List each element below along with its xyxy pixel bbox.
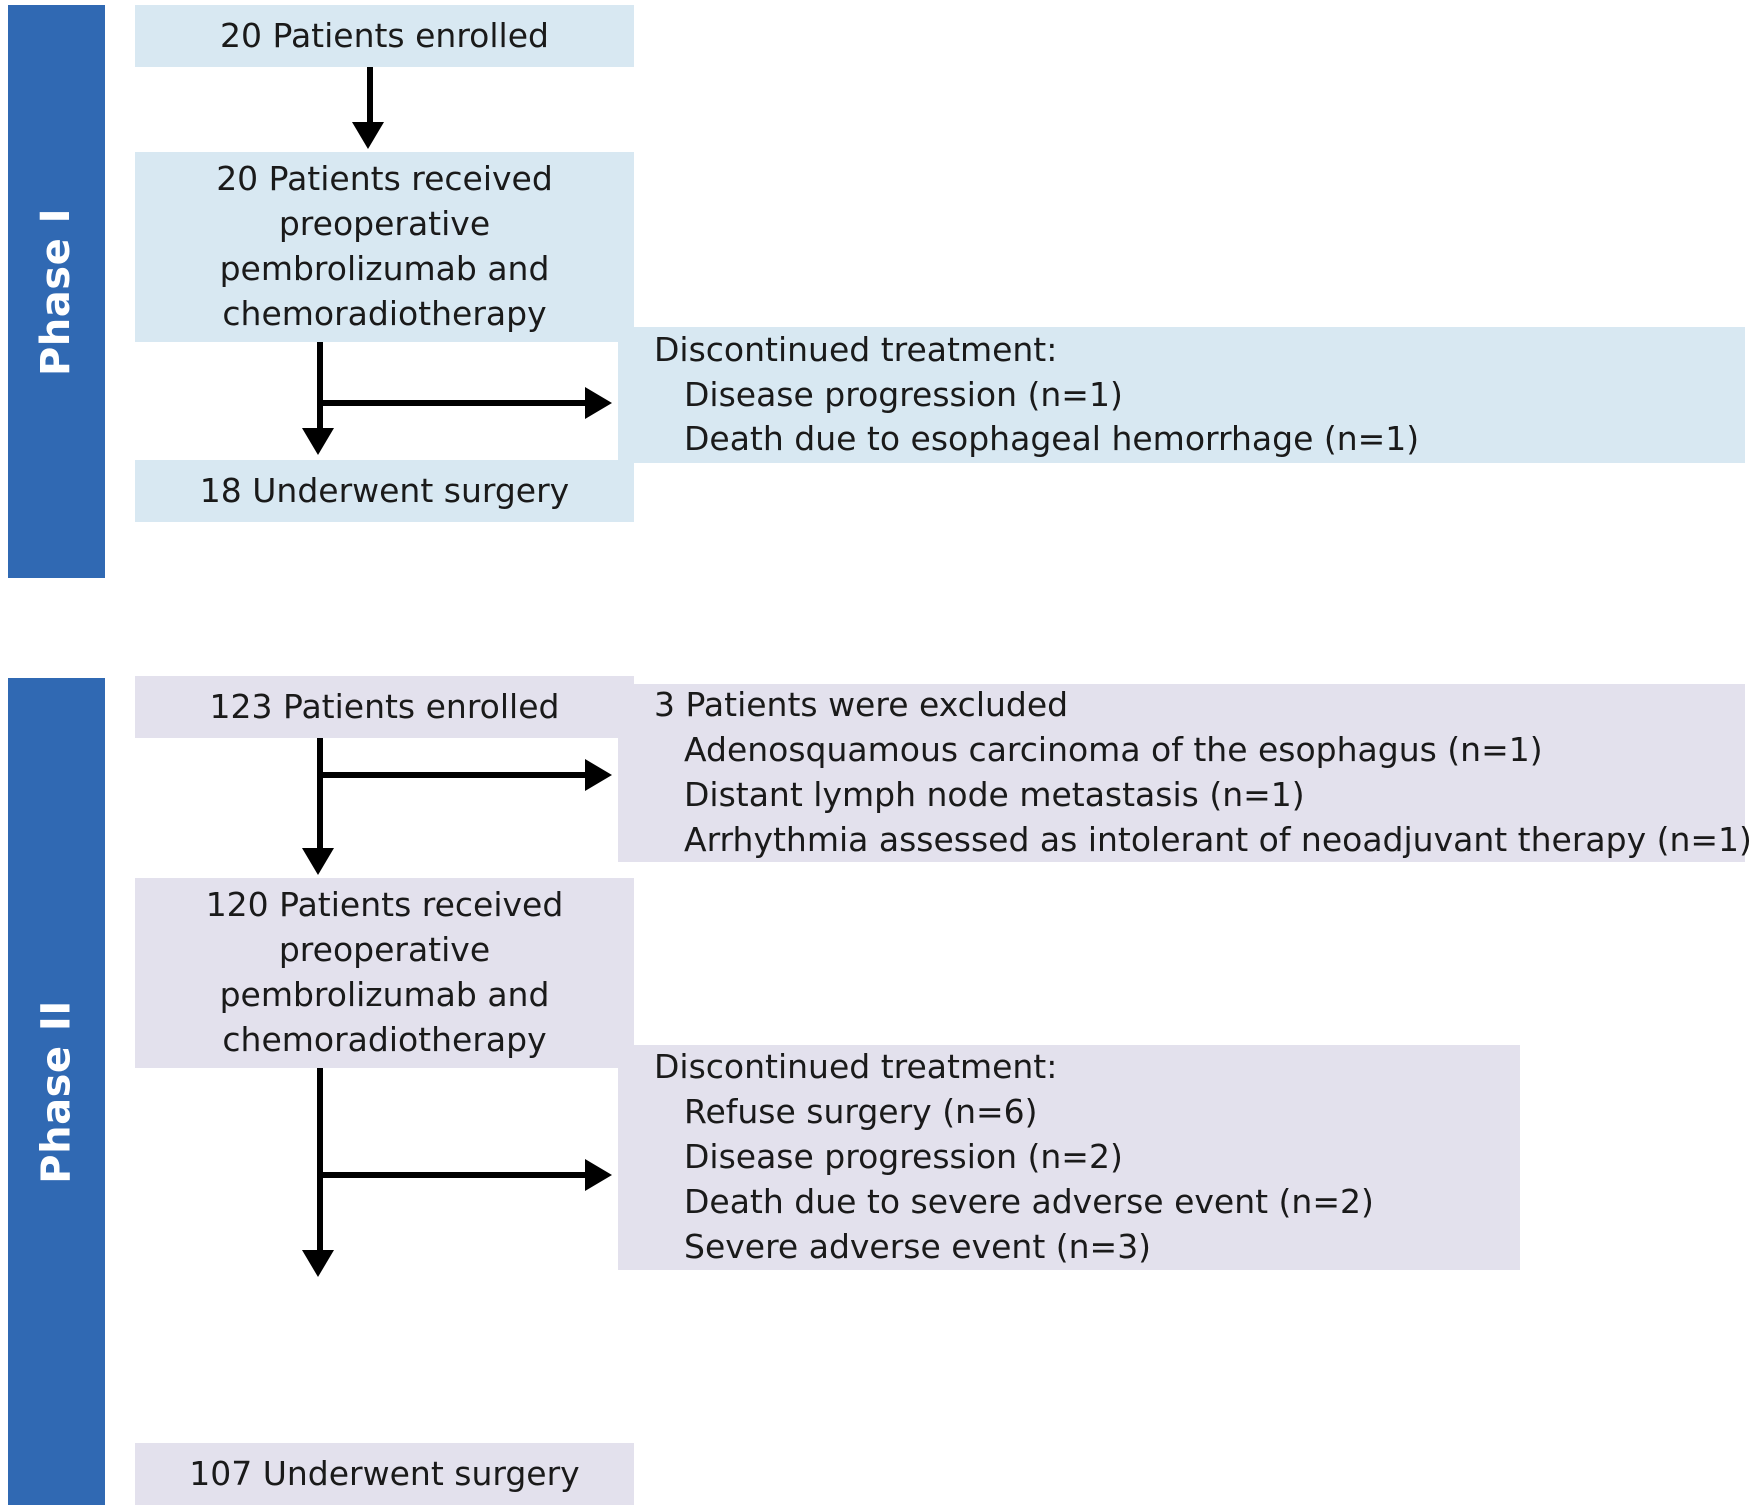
arrow-head-p1-enrolled-to-received	[352, 122, 384, 149]
arrow-head-p2-received-to-surgery	[302, 1250, 334, 1277]
arrow-shaft-p2-to-excluded	[317, 772, 587, 778]
node-line: 123 Patients enrolled	[209, 686, 560, 726]
arrow-shaft-p2-received-to-surgery	[317, 1068, 323, 1261]
arrow-head-p1-to-discontinued	[585, 387, 612, 419]
node-phase2-received: 120 Patients received preoperative pembr…	[135, 878, 634, 1068]
node-line: chemoradiotherapy	[222, 293, 547, 333]
arrow-shaft-p1-received-to-surgery	[317, 342, 323, 434]
node-phase2-enrolled: 123 Patients enrolled	[135, 676, 634, 738]
phase-bar-label-phase-2: Phase II	[33, 999, 80, 1184]
node-line: pembrolizumab and	[219, 975, 550, 1014]
node-phase1-enrolled: 20 Patients enrolled	[135, 5, 634, 67]
arrow-head-p2-to-excluded	[585, 759, 612, 791]
sidenote-item: Disease progression (n=2)	[684, 1137, 1123, 1177]
sidenote-item: Severe adverse event (n=3)	[684, 1226, 1152, 1266]
sidenote-heading: Discontinued treatment:	[654, 329, 1058, 369]
node-phase1-received: 20 Patients received preoperative pembro…	[135, 152, 634, 342]
sidenote-phase2-discontinued: Discontinued treatment: Refuse surgery (…	[618, 1045, 1520, 1270]
phase-bar-label-phase-1: Phase I	[33, 207, 80, 376]
sidenote-item: Death due to severe adverse event (n=2)	[684, 1181, 1374, 1221]
arrow-head-p2-enrolled-to-received	[302, 848, 334, 875]
arrow-head-p2-to-discontinued	[585, 1159, 612, 1191]
arrow-shaft-p2-enrolled-to-received	[317, 738, 323, 866]
sidenote-heading: Discontinued treatment:	[654, 1047, 1058, 1087]
sidenote-item: Adenosquamous carcinoma of the esophagus…	[684, 730, 1543, 770]
phase-bar-phase-2: Phase II	[8, 678, 105, 1505]
node-line: preoperative	[278, 930, 491, 970]
node-line: pembrolizumab and	[219, 249, 550, 288]
node-line: 20 Patients enrolled	[220, 15, 549, 55]
sidenote-item: Disease progression (n=1)	[684, 374, 1123, 414]
sidenote-item: Arrhythmia assessed as intolerant of neo…	[684, 819, 1750, 859]
sidenote-item: Death due to esophageal hemorrhage (n=1)	[684, 419, 1420, 459]
phase-bar-phase-1: Phase I	[8, 5, 105, 578]
node-line: preoperative	[278, 204, 491, 244]
sidenote-phase1-discontinued: Discontinued treatment: Disease progress…	[618, 327, 1745, 463]
node-line: 120 Patients received	[205, 885, 564, 925]
sidenote-heading: 3 Patients were excluded	[654, 685, 1069, 725]
sidenote-item: Refuse surgery (n=6)	[684, 1092, 1038, 1132]
arrow-shaft-p1-enrolled-to-received	[367, 67, 373, 129]
node-line: 20 Patients received	[216, 159, 553, 199]
arrow-head-p1-received-to-surgery	[302, 428, 334, 455]
sidenote-item: Distant lymph node metastasis (n=1)	[684, 775, 1305, 814]
node-line: 18 Underwent surgery	[199, 470, 570, 510]
node-phase1-surgery: 18 Underwent surgery	[135, 460, 634, 522]
arrow-shaft-p1-to-discontinued	[317, 400, 587, 406]
arrow-shaft-p2-to-discontinued	[317, 1172, 587, 1178]
node-line: chemoradiotherapy	[222, 1019, 547, 1059]
node-phase2-surgery: 107 Underwent surgery	[135, 1443, 634, 1505]
sidenote-phase2-excluded: 3 Patients were excluded Adenosquamous c…	[618, 684, 1750, 862]
node-line: 107 Underwent surgery	[189, 1453, 580, 1493]
